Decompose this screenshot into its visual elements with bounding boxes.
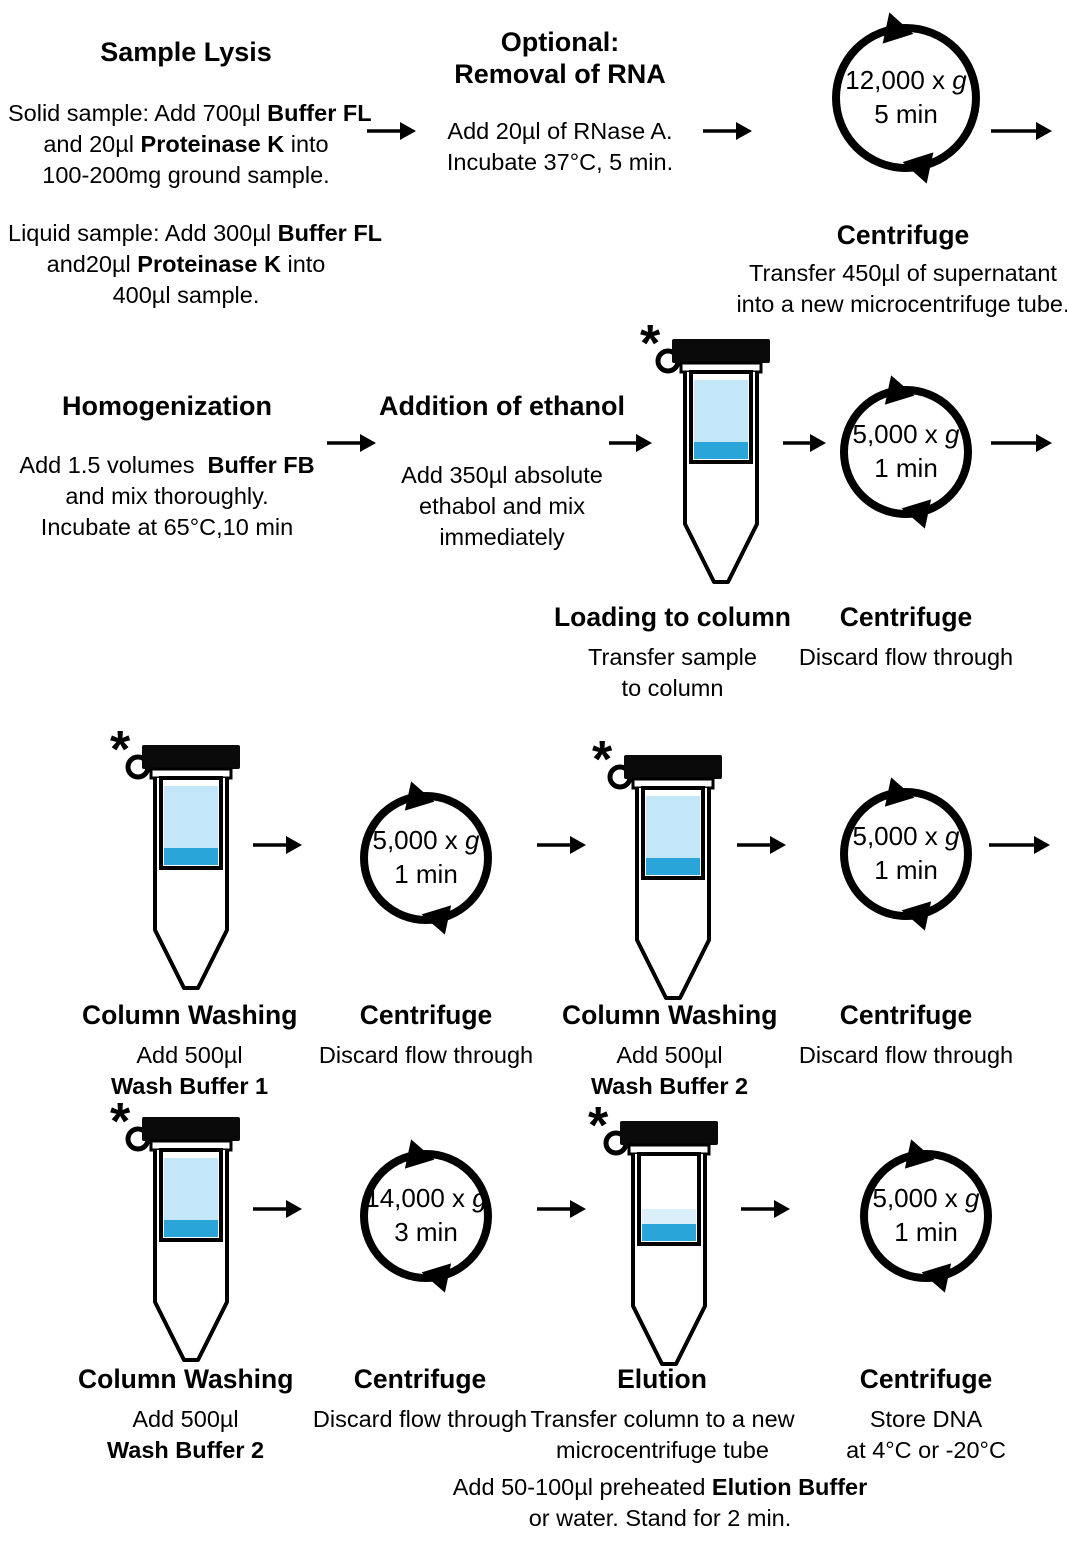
spin-column-tube-elution: *	[588, 1100, 724, 1372]
centrifuge-speed: 5,000 x g	[872, 1183, 980, 1214]
sample-lysis-title: Sample Lysis	[100, 37, 272, 67]
centrifuge-label: Centrifuge	[839, 602, 973, 632]
loading-to-column-label: Loading to column	[554, 602, 791, 632]
centrifuge-note: Store DNA at 4°C or -20°C	[846, 1406, 1006, 1463]
centrifuge-speed: 5,000 x g	[852, 419, 960, 450]
asterisk-marker: *	[110, 721, 131, 779]
elution-label: Elution	[617, 1364, 707, 1394]
asterisk-marker: *	[110, 1093, 131, 1151]
centrifuge-time: 5 min	[874, 99, 938, 129]
arrow-right-icon	[736, 832, 786, 858]
centrifuge-note: Discard flow through	[312, 1406, 528, 1432]
arrow-right-icon	[326, 430, 376, 456]
spin-column-tube: *	[110, 724, 246, 996]
sample-lysis-liquid-text: Liquid sample: Add 300µl Buffer FL and20…	[8, 220, 383, 309]
centrifuge-note: Discard flow through	[798, 1042, 1014, 1068]
arrow-right-icon	[536, 832, 586, 858]
rna-removal-text: Add 20µl of RNase A. Incubate 37°C, 5 mi…	[446, 118, 674, 176]
centrifuge-note: Discard flow through	[318, 1042, 534, 1068]
centrifuge-label: Centrifuge	[859, 1364, 993, 1394]
arrow-right-icon	[536, 1196, 586, 1222]
arrow-right-icon	[252, 1196, 302, 1222]
centrifuge-time: 1 min	[874, 855, 938, 885]
loading-to-column-note: Transfer sample to column	[588, 644, 757, 701]
asterisk-marker: *	[588, 1097, 609, 1155]
elution-note: Transfer column to a new microcentrifuge…	[530, 1406, 795, 1463]
centrifuge-speed: 14,000 x g	[365, 1183, 487, 1214]
centrifuge-time: 3 min	[394, 1217, 458, 1247]
rna-removal-title: Optional: Removal of RNA	[454, 27, 666, 90]
spin-column-tube: *	[110, 1096, 246, 1368]
arrow-right-icon	[740, 1196, 790, 1222]
arrow-right-icon	[988, 832, 1050, 858]
arrow-right-icon	[608, 430, 652, 456]
centrifuge-note: Discard flow through	[798, 644, 1014, 670]
tube-icon	[607, 755, 722, 1000]
tube-icon	[125, 1117, 240, 1362]
ethanol-text: Add 350µl absolute ethabol and mix immed…	[401, 462, 603, 551]
arrow-right-icon	[990, 118, 1052, 144]
arrow-right-icon	[366, 118, 416, 144]
centrifuge-label: Centrifuge	[839, 1000, 973, 1030]
centrifuge-speed: 12,000 x g	[845, 65, 967, 96]
tube-icon	[125, 745, 240, 990]
homogenization-title: Homogenization	[62, 391, 272, 421]
centrifuge-speed: 5,000 x g	[372, 825, 480, 856]
arrow-right-icon	[990, 430, 1052, 456]
centrifuge-time: 1 min	[394, 859, 458, 889]
arrow-right-icon	[252, 832, 302, 858]
centrifuge-speed: 5,000 x g	[852, 821, 960, 852]
asterisk-marker: *	[640, 315, 661, 373]
spin-column-tube: *	[640, 318, 776, 590]
column-washing-label: Column Washing	[82, 1000, 298, 1030]
arrow-right-icon	[782, 430, 826, 456]
homogenization-text: Add 1.5 volumes Buffer FB and mix thorou…	[19, 452, 315, 541]
centrifuge-label: Centrifuge	[836, 220, 970, 250]
arrow-right-icon	[702, 118, 752, 144]
tube-icon	[603, 1121, 718, 1366]
elution-buffer-note: Add 50-100µl preheated Elution Buffer or…	[452, 1474, 868, 1531]
centrifuge-label: Centrifuge	[353, 1364, 487, 1394]
centrifuge-note: Transfer 450µl of supernatant into a new…	[736, 260, 1067, 317]
spin-column-tube: *	[592, 734, 728, 1006]
centrifuge-time: 1 min	[874, 453, 938, 483]
column-washing-label: Column Washing	[78, 1364, 294, 1394]
asterisk-marker: *	[592, 731, 613, 789]
centrifuge-time: 1 min	[894, 1217, 958, 1247]
column-washing-label: Column Washing	[562, 1000, 778, 1030]
centrifuge-label: Centrifuge	[359, 1000, 493, 1030]
ethanol-title: Addition of ethanol	[379, 391, 625, 421]
sample-lysis-solid-text: Solid sample: Add 700µl Buffer FL and 20…	[8, 100, 372, 189]
tube-icon	[655, 339, 770, 584]
